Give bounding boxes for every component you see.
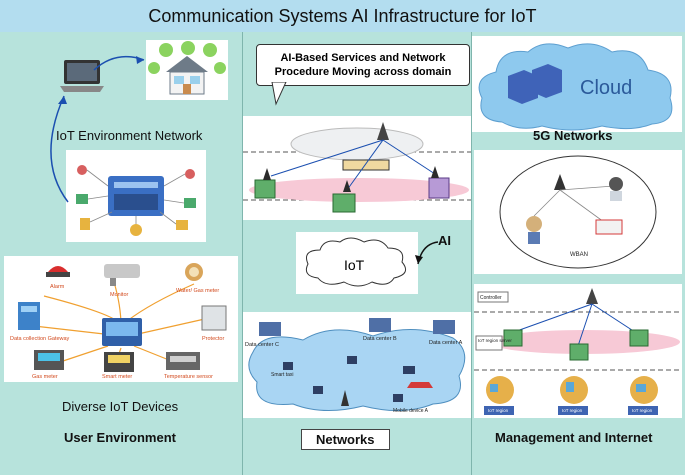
device-tag: Data collection Gateway xyxy=(10,336,70,342)
page-title: Communication Systems AI Infrastructure … xyxy=(0,0,685,33)
ai-label: AI xyxy=(438,233,451,248)
device-tag: Smart meter xyxy=(102,374,132,380)
cloud-label: Cloud xyxy=(580,77,632,99)
iot-gateway-illustration xyxy=(66,150,206,242)
iot-region-label: IoT region xyxy=(562,408,583,413)
user-environment-heading: User Environment xyxy=(64,430,176,445)
device-tag: Temperature sensor xyxy=(164,374,213,380)
controller-label: Controller xyxy=(480,295,502,301)
cellular-network-diagram xyxy=(243,116,471,220)
device-tag: Protector xyxy=(202,336,224,342)
ai-arrow-icon xyxy=(415,241,439,265)
wban-panel: WBAN xyxy=(474,150,682,274)
iot-devices-illustration: Alarm Monitor Water/ Gas meter Data coll… xyxy=(4,256,238,382)
laptop-icon xyxy=(60,60,104,92)
smart-home-illustration xyxy=(146,40,228,100)
diverse-devices-label: Diverse IoT Devices xyxy=(62,399,179,414)
smart-taxi-label: Smart taxi xyxy=(271,372,294,378)
iot-region-network-diagram: Controller IoT region server IoT region … xyxy=(474,284,682,418)
iot-region-server-label: IoT region server xyxy=(478,338,512,343)
data-center-network-diagram: Data center C Data center B Data center … xyxy=(243,312,471,418)
iot-cloud-label: IoT xyxy=(344,257,365,273)
management-internet-heading: Management and Internet xyxy=(495,430,653,445)
data-center-a-label: Data center A xyxy=(429,340,463,346)
ai-services-callout: AI-Based Services and Network Procedure … xyxy=(256,44,470,86)
5g-networks-heading: 5G Networks xyxy=(533,128,613,143)
sync-arrow-icon xyxy=(93,55,145,71)
iot-cloud-panel: IoT xyxy=(296,232,418,294)
mobile-device-label: Mobile device A xyxy=(393,408,429,414)
data-center-c-label: Data center C xyxy=(245,342,279,348)
iot-region-label: IoT region xyxy=(488,408,509,413)
networks-heading: Networks xyxy=(301,429,390,450)
user-environment-column xyxy=(0,32,243,475)
feedback-arrow-icon xyxy=(50,95,69,203)
data-center-b-label: Data center B xyxy=(363,336,397,342)
device-tag: Water/ Gas meter xyxy=(176,288,219,294)
iot-environment-label: IoT Environment Network xyxy=(56,128,203,143)
cloud-illustration: Cloud xyxy=(472,36,682,132)
iot-region-label: IoT region xyxy=(632,408,653,413)
device-tag: Gas meter xyxy=(32,374,58,380)
wban-label: WBAN xyxy=(570,252,588,258)
callout-tail xyxy=(271,82,287,106)
device-tag: Monitor xyxy=(110,292,129,298)
device-tag: Alarm xyxy=(50,284,65,290)
